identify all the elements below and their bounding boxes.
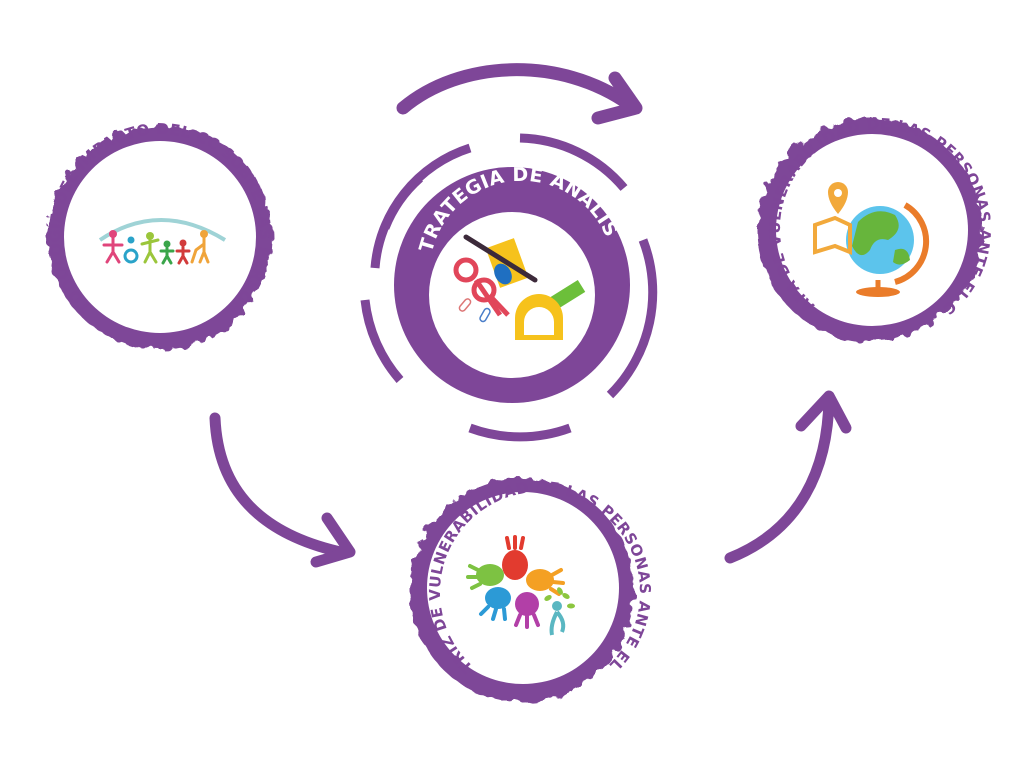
diverse-people-icon: [98, 218, 227, 265]
school-supplies-icon: [453, 234, 586, 340]
arrow-metodologia-to-matriz: [209, 412, 356, 568]
globe-map-icon: [813, 182, 930, 297]
colorful-hands-icon: [466, 535, 575, 636]
node-metodologia: METODOLOGÍA DEL IMPACTO DEL CC SOBRE LAS…: [0, 0, 274, 349]
decorative-arcs: [360, 133, 658, 442]
arrow-matriz-to-mapa: [724, 390, 852, 564]
arrow-center-to-mapa: [396, 63, 643, 125]
